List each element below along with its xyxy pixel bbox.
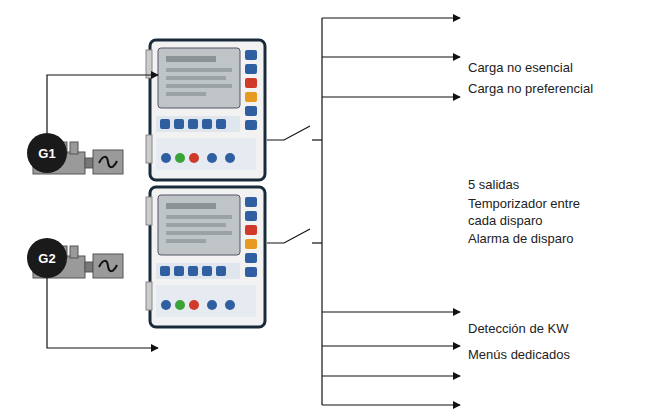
generator-circle: G1 [27,133,67,173]
annotation-text: Carga no esencial [468,59,573,76]
annotation-text: Alarma de disparo [468,230,574,247]
generator-circle: G2 [27,238,67,278]
generator-label: G2 [38,251,55,266]
annotation-text: Carga no preferencial [468,80,593,97]
generator-label: G1 [38,146,55,161]
annotation-text: Temporizador entre cada disparo [468,195,598,229]
annotation-text: Detección de KW [468,320,568,337]
annotation-text: Menús dedicados [468,346,570,363]
annotation-text: 5 salidas [468,176,519,193]
